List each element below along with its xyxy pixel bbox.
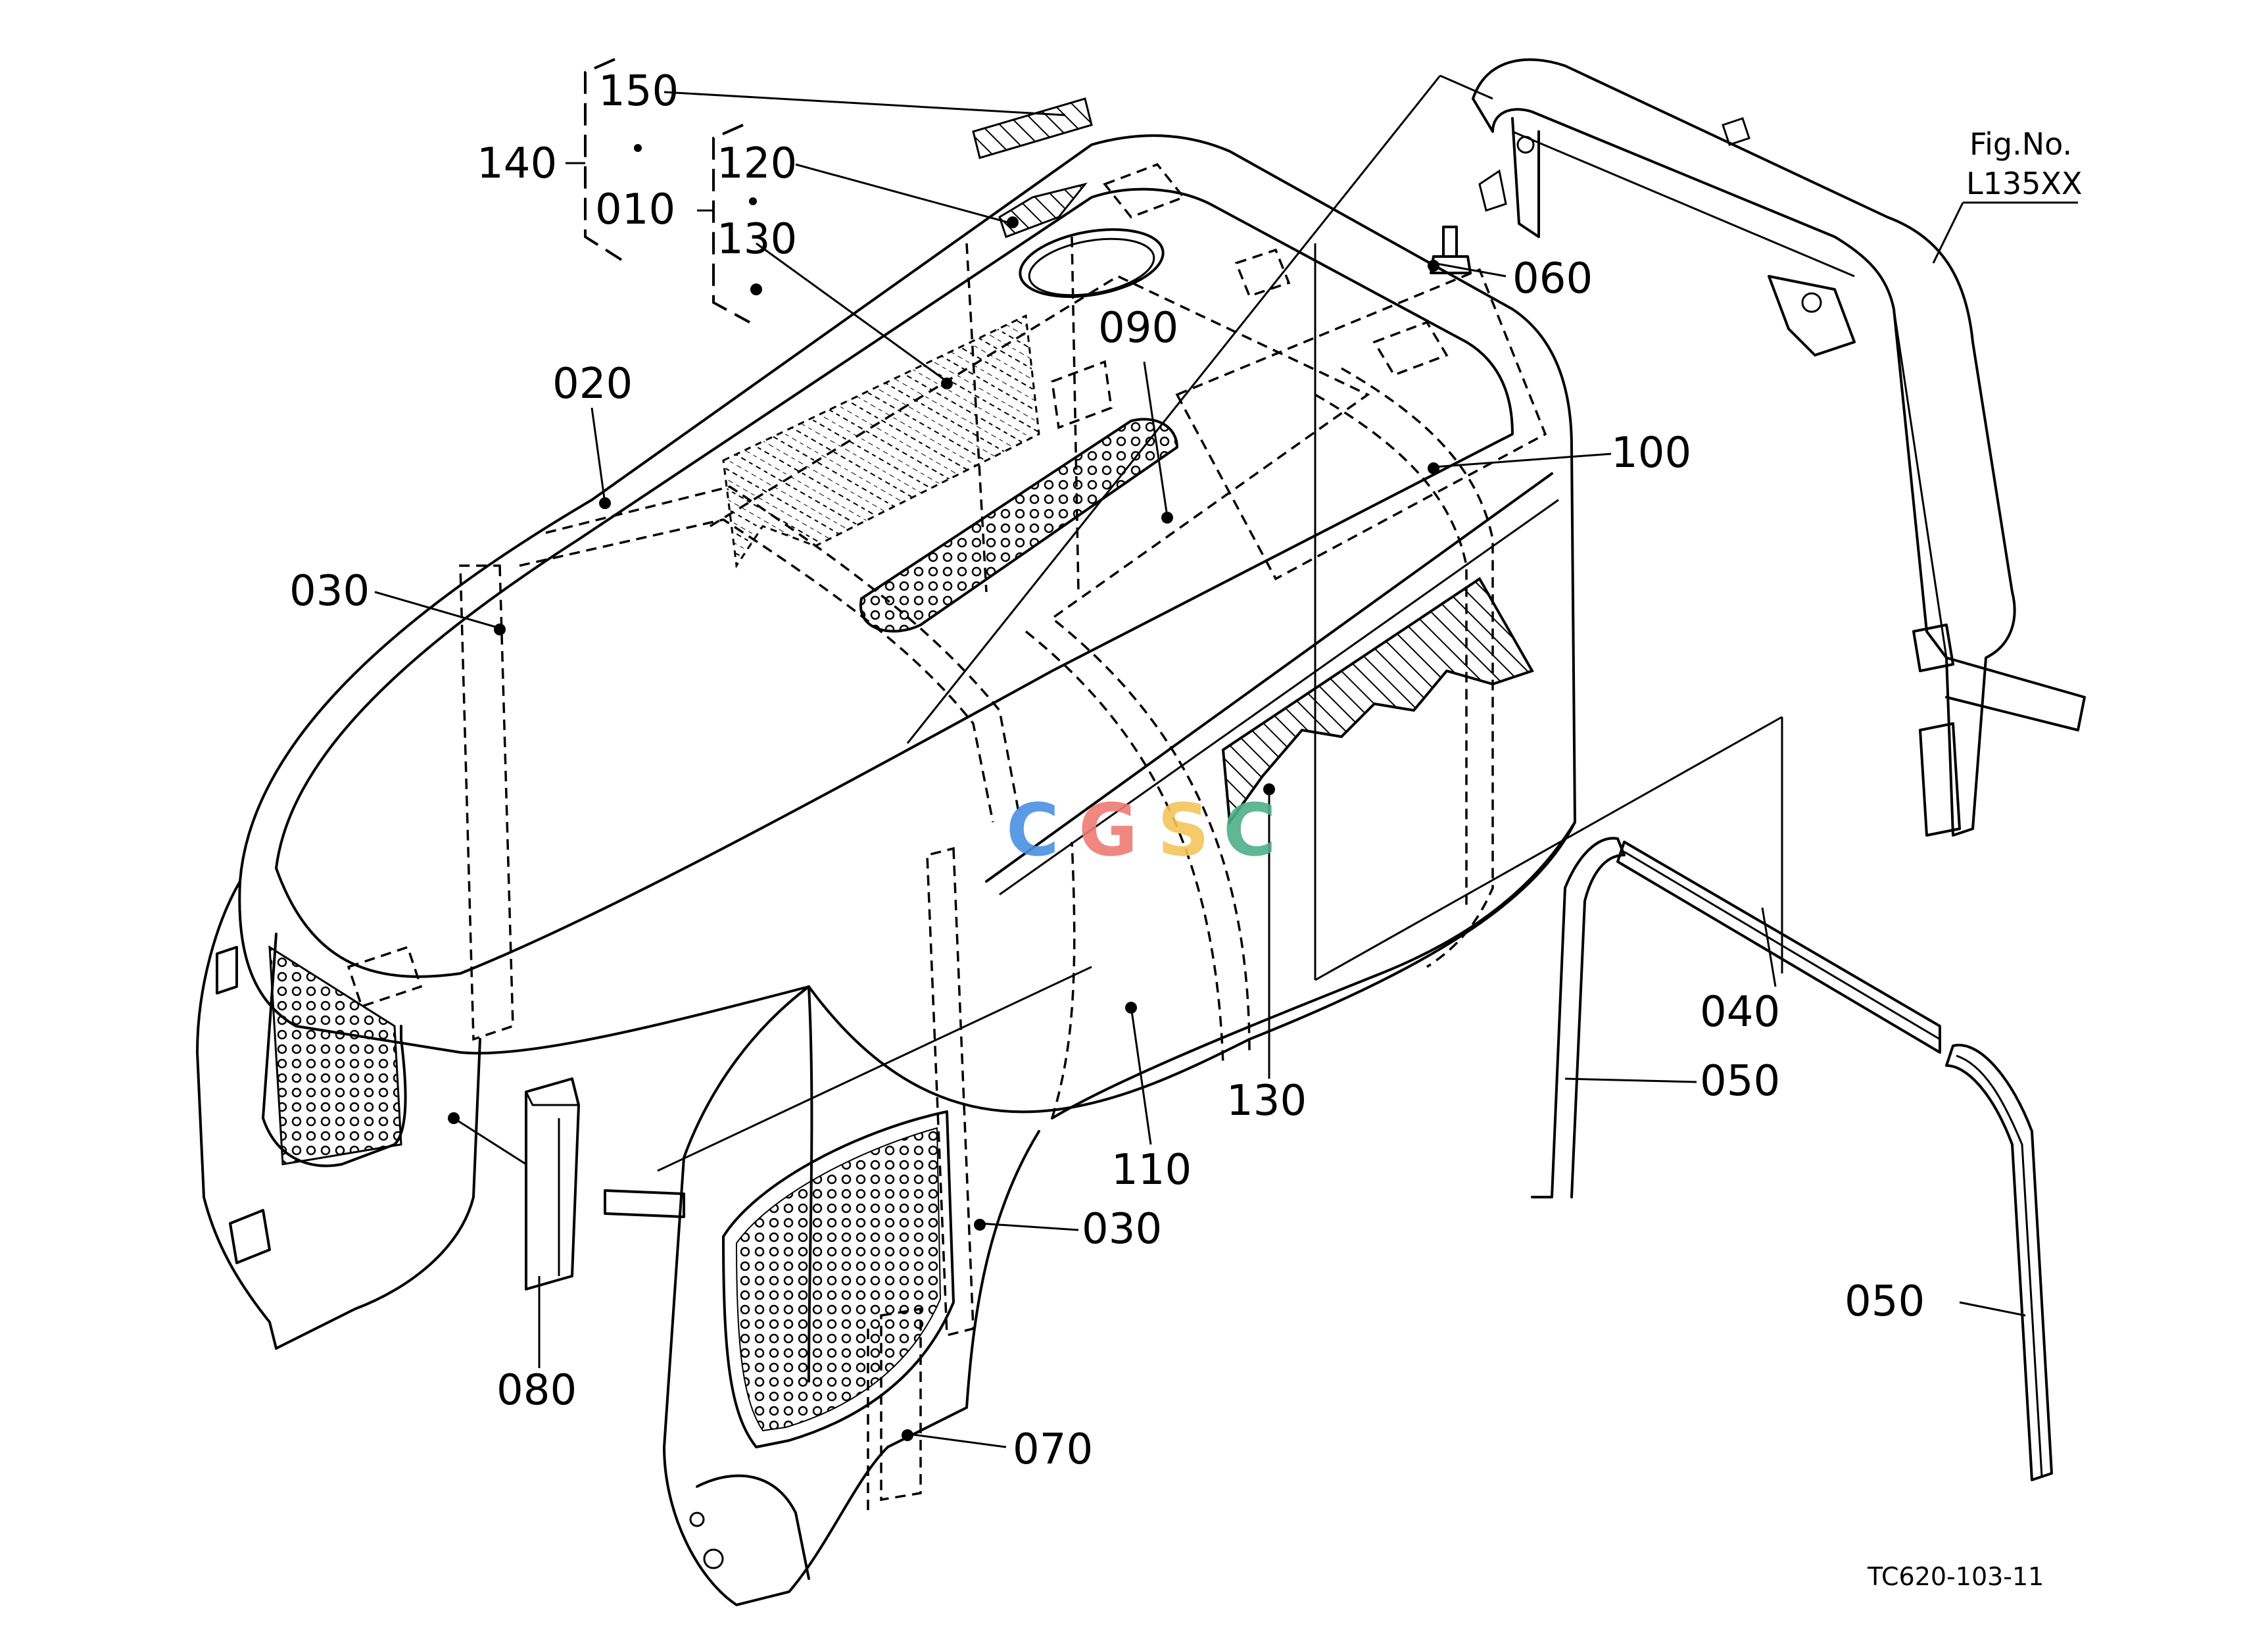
seals [1531,837,2053,1481]
watermark-letter-g: G [1078,788,1138,872]
leader-lines [374,74,2078,1448]
callout-080: 080 [496,1366,577,1415]
leader-dots [448,144,1439,1441]
callout-040: 040 [1700,988,1780,1037]
fig-number: L135XX [1966,166,2082,201]
decals [972,97,1093,238]
callout-050-b: 050 [1845,1277,1925,1326]
callout-140: 140 [477,139,557,188]
callout-030-right: 030 [1082,1205,1162,1254]
callout-130-top: 130 [717,215,797,264]
top-opening [1019,228,1165,298]
callout-050-a: 050 [1700,1057,1780,1106]
rear-support-frame [1472,58,2086,837]
kit-brackets [566,58,750,324]
callout-150: 150 [598,67,679,116]
figure-reference: Fig.No. L135XX TC620-103-11 [1867,126,2082,1591]
callout-010: 010 [595,185,675,234]
hood-assembly [196,134,1576,1606]
callout-060: 060 [1512,255,1593,303]
insulation-mats [722,314,1534,826]
callout-labels: 150 140 010 120 130 060 090 020 100 030 … [289,67,1925,1474]
watermark-letter-c1: C [1006,788,1059,872]
watermark: C G S C [1006,788,1276,872]
callout-110: 110 [1111,1146,1192,1194]
drawing-reference: TC620-103-11 [1867,1562,2044,1591]
callout-120: 120 [717,139,797,188]
fig-label: Fig.No. [1969,126,2072,162]
callout-070: 070 [1013,1425,1093,1474]
callout-020: 020 [552,360,633,408]
callout-090: 090 [1098,304,1178,353]
watermark-letter-c2: C [1223,788,1276,872]
blocks [525,1077,580,1291]
watermark-letter-s: S [1157,788,1209,872]
callout-130-mid: 130 [1226,1077,1307,1125]
callout-100: 100 [1611,429,1691,478]
callout-030-left: 030 [289,567,370,616]
